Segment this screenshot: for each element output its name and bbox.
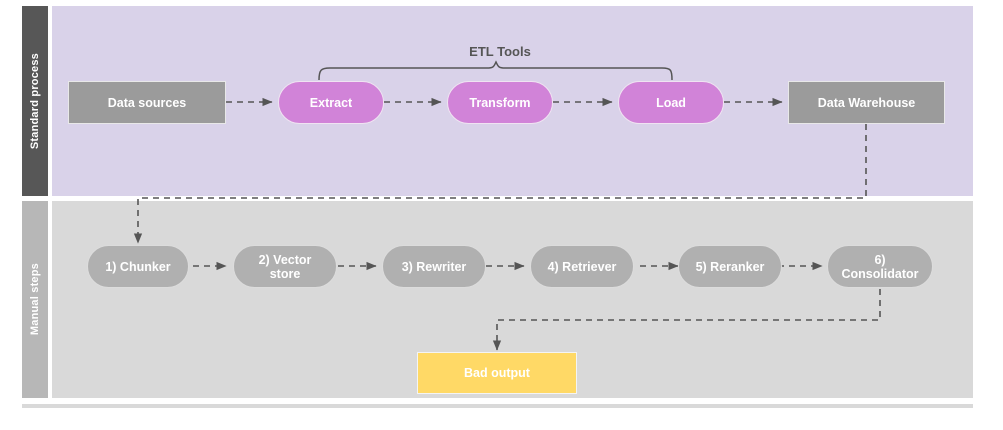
- node-retriever[interactable]: 4) Retriever: [530, 245, 634, 288]
- node-label: 4) Retriever: [547, 259, 617, 274]
- node-label: Extract: [309, 95, 353, 110]
- node-label: 3) Rewriter: [401, 259, 467, 274]
- node-vector-store[interactable]: 2) Vector store: [233, 245, 337, 288]
- bottom-divider: [22, 404, 973, 408]
- node-label: 1) Chunker: [105, 259, 171, 274]
- node-load[interactable]: Load: [618, 81, 724, 124]
- lane-tab-manual-steps: Manual steps: [22, 201, 48, 398]
- node-label: Transform: [469, 95, 531, 110]
- node-bad-output[interactable]: Bad output: [417, 352, 577, 394]
- node-label: Data sources: [107, 95, 187, 110]
- node-data-warehouse[interactable]: Data Warehouse: [788, 81, 945, 124]
- node-label: 6) Consolidator: [841, 252, 919, 281]
- node-label: Bad output: [464, 366, 530, 380]
- node-chunker[interactable]: 1) Chunker: [87, 245, 189, 288]
- node-transform[interactable]: Transform: [447, 81, 553, 124]
- node-data-sources[interactable]: Data sources: [68, 81, 226, 124]
- node-rewriter[interactable]: 3) Rewriter: [382, 245, 486, 288]
- node-label: 5) Reranker: [695, 259, 765, 274]
- lane-label-standard-process: Standard process: [29, 52, 41, 150]
- node-label: Data Warehouse: [817, 95, 916, 110]
- lane-tab-standard-process: Standard process: [22, 6, 48, 196]
- node-label: Load: [656, 95, 686, 110]
- node-label: 2) Vector store: [258, 252, 312, 281]
- node-extract[interactable]: Extract: [278, 81, 384, 124]
- lane-label-manual-steps: Manual steps: [29, 263, 41, 336]
- node-reranker[interactable]: 5) Reranker: [678, 245, 782, 288]
- node-consolidator[interactable]: 6) Consolidator: [827, 245, 933, 288]
- etl-tools-label: ETL Tools: [469, 44, 531, 59]
